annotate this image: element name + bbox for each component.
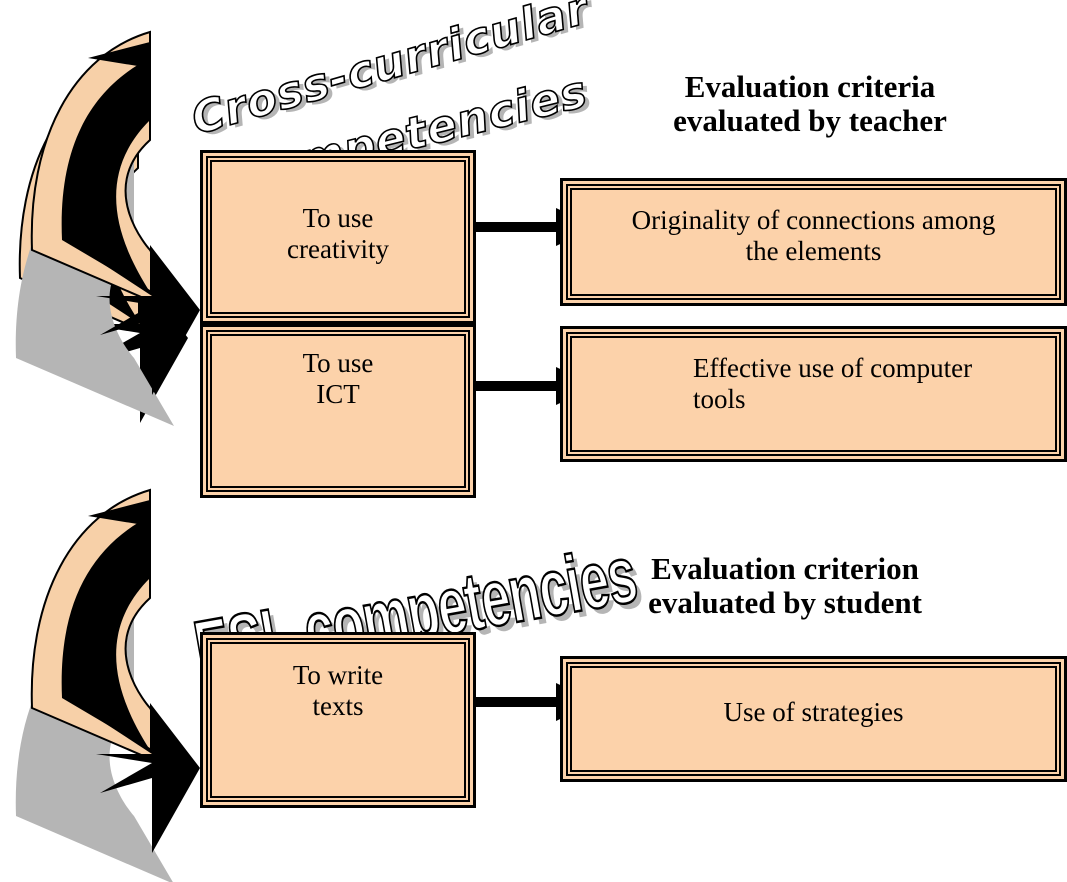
heading-teacher-criteria: Evaluation criteria evaluated by teacher — [673, 69, 947, 138]
competency-label-ict: To use ICT — [302, 348, 374, 409]
criterion-label-originality: Originality of connections among the ele… — [631, 205, 996, 266]
competency-box-ict: To use ICT — [200, 324, 476, 498]
competency-box-write: To write texts — [200, 632, 476, 808]
criterion-box-strategies: Use of strategies — [560, 656, 1067, 782]
heading-student-criterion: Evaluation criterion evaluated by studen… — [648, 551, 922, 620]
competency-box-creativity: To use creativity — [200, 150, 476, 324]
criterion-label-computer-tools: Effective use of computer tools — [693, 353, 973, 414]
criterion-label-strategies: Use of strategies — [723, 697, 904, 727]
curved-arrow-icon-top — [15, 31, 201, 426]
criterion-box-originality: Originality of connections among the ele… — [560, 178, 1067, 306]
criterion-box-computer-tools: Effective use of computer tools — [560, 326, 1067, 462]
competency-label-creativity: To use creativity — [287, 203, 389, 264]
competency-label-write: To write texts — [292, 660, 384, 721]
curved-arrow-icon-bottom — [15, 489, 201, 882]
